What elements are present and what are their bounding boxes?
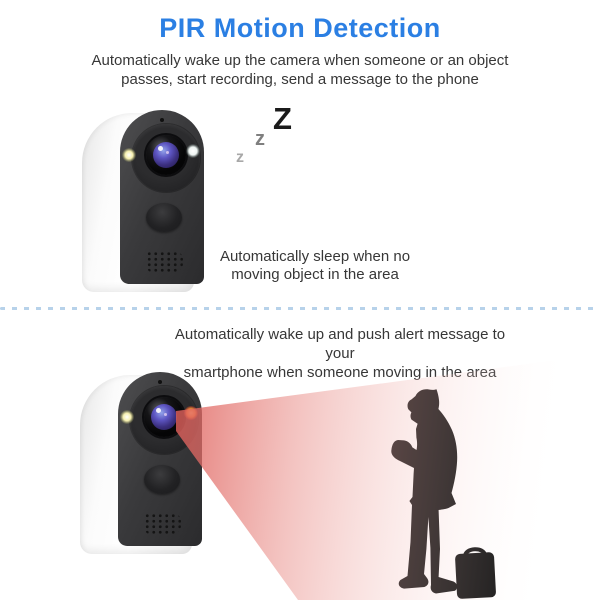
subtitle-line-2: passes, start recording, send a message … (121, 71, 479, 88)
led-left-icon (120, 410, 134, 424)
sleep-caption-line-2: moving object in the area (231, 266, 399, 283)
subtitle-line-1: Automatically wake up the camera when so… (91, 52, 509, 69)
zzz-large: Z (273, 101, 292, 136)
header-subtitle: Automatically wake up the camera when so… (0, 51, 600, 89)
camera-front-panel (120, 110, 204, 284)
dashed-divider (0, 307, 600, 310)
security-camera-sleeping-icon (82, 110, 204, 292)
zzz-small: z (236, 149, 244, 166)
lens-iris (153, 142, 179, 168)
sleep-caption: Automatically sleep when no moving objec… (205, 248, 425, 284)
lens-iris (151, 404, 177, 430)
lens-glint-small (166, 151, 169, 154)
camera-lens-icon (144, 397, 184, 437)
camera-module (130, 386, 198, 454)
pir-sensor-icon (146, 203, 182, 232)
camera-module (132, 124, 200, 192)
speaker-grille-icon (145, 250, 183, 273)
led-right-alert-icon (184, 406, 198, 420)
alert-caption-line-1: Automatically wake up and push alert mes… (174, 326, 506, 362)
person-silhouette (391, 389, 458, 594)
briefcase-silhouette (455, 547, 496, 599)
speaker-grille-icon (143, 512, 181, 535)
alert-caption: Automatically wake up and push alert mes… (165, 325, 515, 382)
pir-detection-beam (176, 358, 572, 600)
lens-glint-small (164, 413, 167, 416)
security-camera-alert-icon (80, 372, 202, 554)
led-left-icon (122, 148, 136, 162)
alert-caption-line-2: smartphone when someone moving in the ar… (183, 364, 497, 381)
page-title: PIR Motion Detection (159, 13, 441, 43)
lens-glint (156, 408, 161, 413)
sleep-caption-line-1: Automatically sleep when no (219, 248, 411, 265)
pir-sensor-icon (144, 465, 180, 494)
camera-front-panel (118, 372, 202, 546)
mic-hole-icon (158, 380, 162, 384)
led-right-icon (186, 144, 200, 158)
lens-glint (158, 146, 163, 151)
camera-lens-icon (146, 135, 186, 175)
mic-hole-icon (160, 118, 164, 122)
zzz-medium: z (255, 128, 265, 150)
